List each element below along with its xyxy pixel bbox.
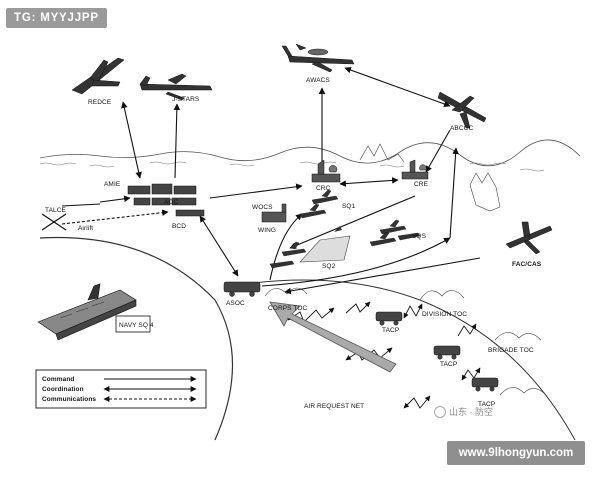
label-division-toc: DIVISION TOC [422,311,467,318]
awacs-aircraft-icon [281,43,355,73]
label-corps-toc: CORPS TOC [268,305,308,312]
coastline-arc [39,236,233,441]
legend: Command Coordination Communications [35,369,207,409]
label-tacp-3: TACP [478,401,495,408]
abccc-aircraft-icon [437,91,487,129]
label-fac-cas: FAC/CAS [512,261,542,268]
air-request-arrow [269,301,397,373]
talce-cross-icon [41,213,67,231]
label-sq3: SQS [412,233,427,240]
label-wocs: WOCS [252,204,273,211]
label-sq1: SQ1 [342,203,356,210]
label-talce: TALCE [45,207,67,214]
label-jstars: J-STARS [172,96,200,103]
fighter-jets-icon [269,189,421,269]
label-tacp-2: TACP [440,361,457,368]
label-air-request-net: AIR REQUEST NET [304,403,364,410]
label-abccc: ABCCC [450,125,473,132]
label-bcd: BCD [172,223,186,230]
label-asoc: ASOC [226,300,245,307]
crc-radar-icon [311,159,341,183]
watermark-account-text: 山东 · 防空 [449,407,493,417]
label-airlift: Airlift [78,225,93,232]
wocs-icon [261,203,287,223]
aoc-compound-icon [127,183,205,217]
legend-command: Command [42,376,74,383]
label-tacp-1: TACP [382,327,399,334]
label-awacs: AWACS [306,77,330,84]
label-sq2: SQ2 [322,263,336,270]
horizon-band [39,139,581,172]
navy-label-box [115,315,151,333]
terrain-scribbles [264,143,547,396]
watermark-site: www.9lhongyun.com [447,441,585,465]
connections [61,66,481,295]
jstars-aircraft-icon [139,73,213,101]
legend-coordination: Coordination [42,386,84,393]
runway-icon [299,226,351,263]
watermark-telegram-tag: TG: MYYJJPP [6,8,107,28]
navy-carrier-icon [37,283,137,341]
fac-cas-aircraft-icon [505,221,553,255]
wechat-icon [434,405,446,418]
label-crc: CRC [316,185,331,192]
redce-aircraft-icon [71,57,125,95]
theater-arc [237,279,576,441]
watermark-account: 山东 · 防空 [434,405,493,418]
label-brigade-toc: BRIGADE TOC [488,347,534,354]
label-cre: CRE [414,181,429,188]
legend-communications: Communications [42,396,96,403]
label-navy: NAVY SQ 4 [119,322,154,329]
label-redce: REDCE [88,99,112,106]
label-aoc: AOC [164,199,179,206]
tacp-vehicles-icon [375,311,499,392]
label-wing: WING [258,227,276,234]
asoc-vehicle-icon [223,281,261,297]
label-amie: AMIE [104,181,121,188]
cre-radar-icon [401,159,429,180]
